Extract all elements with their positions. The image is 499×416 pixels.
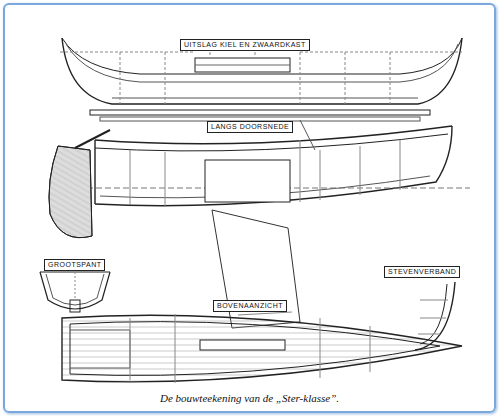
heading-text: GROOTSPANT — [48, 261, 101, 269]
detail-title-box: STEVENVERBAND — [384, 266, 460, 278]
caption: De bouwteekening van de „Ster-klasse”. — [0, 392, 499, 404]
drawing-title-box: LANGS DOORSNEDE — [207, 121, 293, 133]
heading-text: UITSLAG KIEL EN ZWAARDKAST — [184, 41, 306, 49]
detail-title-box: GROOTSPANT — [44, 259, 105, 271]
drawing-title-box: BOVENAANZICHT — [213, 300, 287, 312]
heading-text: LANGS DOORSNEDE — [211, 123, 289, 131]
heading-text: STEVENVERBAND — [388, 268, 456, 276]
heading-text: BOVENAANZICHT — [217, 302, 283, 310]
drawing-title-box: UITSLAG KIEL EN ZWAARDKAST — [180, 39, 310, 51]
